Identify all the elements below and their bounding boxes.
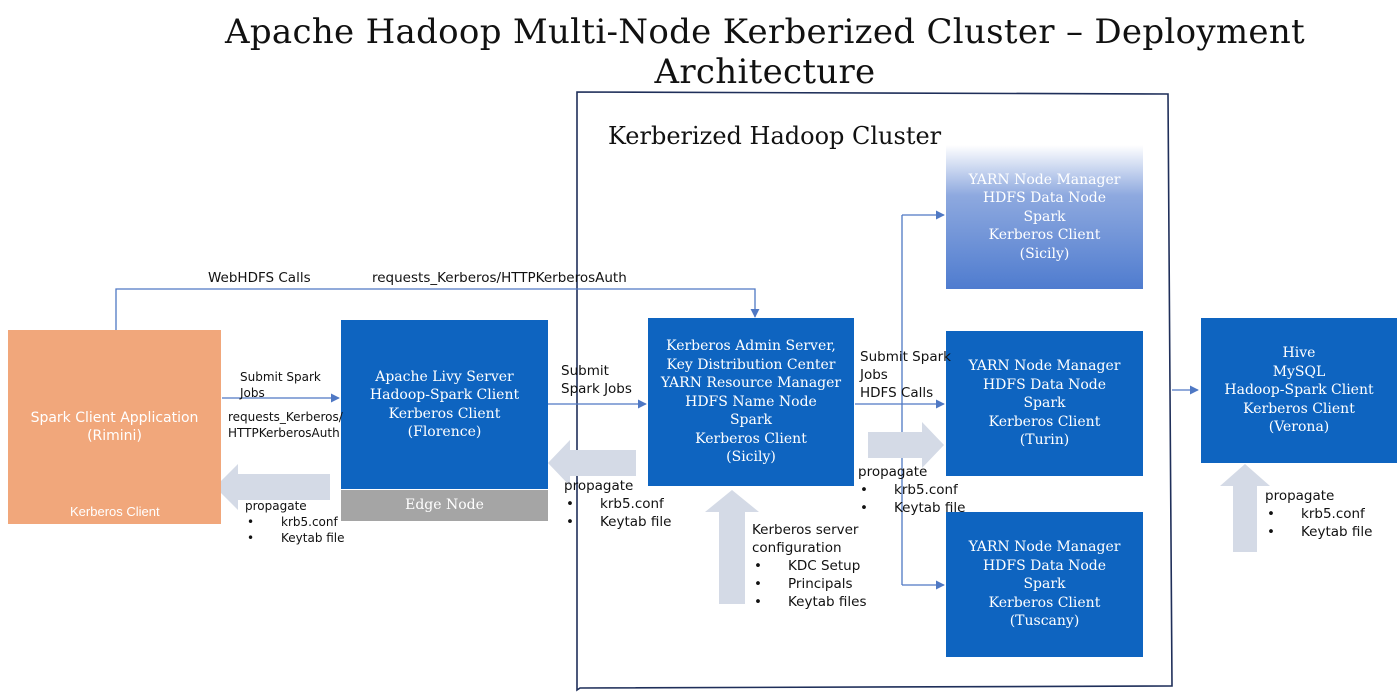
worker-turin-line: Kerberos Client — [988, 413, 1101, 430]
requests-kerberos-line: requests_Kerberos/ — [228, 410, 343, 424]
propagate-item: krb5.conf — [245, 514, 345, 530]
propagate-item: krb5.conf — [858, 481, 965, 499]
propagate-note-client: propagate krb5.conf Keytab file — [245, 498, 345, 546]
worker-tuscany-line: (Tuscany) — [1009, 613, 1080, 630]
diagram-title: Apache Hadoop Multi-Node Kerberized Clus… — [225, 12, 1305, 92]
submit-jobs-label-client: Submit Spark Jobs — [240, 369, 321, 401]
submit-jobs-line: Submit — [561, 363, 609, 379]
livy-line: Apache Livy Server — [375, 368, 514, 385]
hdfs-calls-line: HDFS Calls — [860, 385, 934, 401]
propagate-heading: propagate — [1265, 488, 1335, 504]
requests-kerberos-line: HTTPKerberosAuth — [228, 426, 340, 440]
kdc-line: YARN Resource Manager — [660, 375, 842, 392]
worker-turin-line: HDFS Data Node — [982, 376, 1107, 393]
worker-turin-line: (Turin) — [1019, 432, 1070, 449]
worker-tuscany-line: Spark — [1023, 576, 1066, 593]
hive-line: Kerberos Client — [1243, 400, 1355, 417]
hive-line: Hive — [1282, 345, 1316, 362]
hive-line: MySQL — [1272, 363, 1326, 380]
propagate-item: Keytab file — [1265, 523, 1372, 541]
propagate-item: Keytab file — [564, 513, 671, 531]
propagate-item: krb5.conf — [1265, 505, 1372, 523]
hive-node: Hive MySQL Hadoop-Spark Client Kerberos … — [1201, 318, 1397, 463]
propagate-list: krb5.conf Keytab file — [1265, 505, 1372, 541]
propagate-note-hive: propagate krb5.conf Keytab file — [1265, 487, 1372, 541]
worker-sicily-line: (Sicily) — [1019, 245, 1070, 262]
worker-tuscany-line: YARN Node Manager — [968, 539, 1121, 556]
livy-server-node: Apache Livy Server Hadoop-Spark Client K… — [341, 320, 548, 489]
submit-jobs-label-livy: Submit Spark Jobs — [561, 362, 632, 398]
propagate-item: Keytab file — [245, 530, 345, 546]
worker-turin-line: Spark — [1023, 395, 1066, 412]
worker-turin-line: YARN Node Manager — [968, 358, 1121, 375]
worker-sicily-line: HDFS Data Node — [982, 190, 1107, 207]
hive-line: (Verona) — [1268, 419, 1330, 436]
worker-sicily-line: Spark — [1023, 208, 1066, 225]
kdc-line: HDFS Name Node — [685, 393, 817, 410]
submit-jobs-line: Jobs — [240, 386, 265, 400]
worker-sicily-line: YARN Node Manager — [968, 171, 1121, 188]
propagate-list: krb5.conf Keytab file — [245, 514, 345, 546]
submit-jobs-label-kdc: Submit Spark Jobs HDFS Calls — [860, 348, 951, 402]
submit-jobs-line: Submit Spark — [240, 370, 321, 384]
spark-client-line: (Rimini) — [87, 428, 142, 444]
worker-sicily-line: Kerberos Client — [988, 227, 1101, 244]
propagate-heading: propagate — [858, 464, 928, 480]
kdc-line: (Sicily) — [726, 449, 776, 466]
propagate-item: krb5.conf — [564, 495, 671, 513]
kdc-master-node: Kerberos Admin Server, Key Distribution … — [648, 318, 854, 486]
propagate-note-livy: propagate krb5.conf Keytab file — [564, 477, 671, 531]
webhdfs-connector — [115, 288, 760, 330]
spark-client-kerberos-tag: Kerberos Client — [70, 504, 160, 519]
worker-node-turin: YARN Node Manager HDFS Data Node Spark K… — [946, 331, 1143, 476]
config-arrow-to-kdc — [705, 490, 759, 604]
kerberos-config-item: Principals — [752, 575, 867, 593]
cluster-label: Kerberized Hadoop Cluster — [608, 122, 942, 150]
submit-jobs-line: Spark Jobs — [561, 381, 632, 397]
kerberos-config-list: KDC Setup Principals Keytab files — [752, 557, 867, 611]
worker-node-sicily: YARN Node Manager HDFS Data Node Spark K… — [946, 145, 1143, 289]
livy-line: (Florence) — [407, 424, 482, 440]
propagate-arrow-to-livy — [548, 440, 636, 486]
submit-jobs-line: Submit Spark — [860, 349, 951, 365]
propagate-arrow-to-workers — [868, 422, 944, 468]
livy-line: Hadoop-Spark Client — [369, 387, 520, 403]
submit-jobs-line: Jobs — [860, 367, 888, 383]
propagate-heading: propagate — [245, 499, 307, 513]
cluster-boundary — [576, 91, 1173, 692]
spark-client-node: Spark Client Application (Rimini) — [8, 330, 221, 524]
livy-line: Kerberos Client — [388, 405, 501, 422]
propagate-heading: propagate — [564, 478, 634, 494]
propagate-note-workers: propagate krb5.conf Keytab file — [858, 463, 965, 517]
kerberos-config-item: KDC Setup — [752, 557, 867, 575]
worker-tuscany-line: HDFS Data Node — [982, 557, 1107, 574]
spark-client-line: Spark Client Application — [30, 409, 199, 426]
requests-kerberos-top-label: requests_Kerberos/HTTPKerberosAuth — [372, 270, 627, 286]
propagate-arrow-to-client — [215, 464, 330, 510]
kerberos-config-heading: configuration — [752, 540, 842, 556]
propagate-item: Keytab file — [858, 499, 965, 517]
propagate-list: krb5.conf Keytab file — [858, 481, 965, 517]
propagate-arrow-to-hive — [1220, 464, 1270, 552]
edge-node-bar: Edge Node — [341, 490, 548, 521]
kdc-line: Key Distribution Center — [666, 356, 836, 373]
worker-tuscany-line: Kerberos Client — [988, 594, 1101, 611]
webhdfs-label: WebHDFS Calls — [208, 270, 311, 286]
kdc-line: Spark — [729, 412, 773, 429]
propagate-list: krb5.conf Keytab file — [564, 495, 671, 531]
hive-line: Hadoop-Spark Client — [1224, 382, 1374, 399]
worker-node-tuscany: YARN Node Manager HDFS Data Node Spark K… — [946, 512, 1143, 657]
kerberos-config-item: Keytab files — [752, 593, 867, 611]
kerberos-config-note: Kerberos server configuration KDC Setup … — [752, 521, 867, 611]
kerberos-config-heading: Kerberos server — [752, 522, 859, 538]
requests-kerberos-mid-label: requests_Kerberos/ HTTPKerberosAuth — [228, 409, 343, 441]
kdc-line: Kerberos Admin Server, — [666, 338, 836, 355]
kdc-line: Kerberos Client — [695, 430, 807, 447]
